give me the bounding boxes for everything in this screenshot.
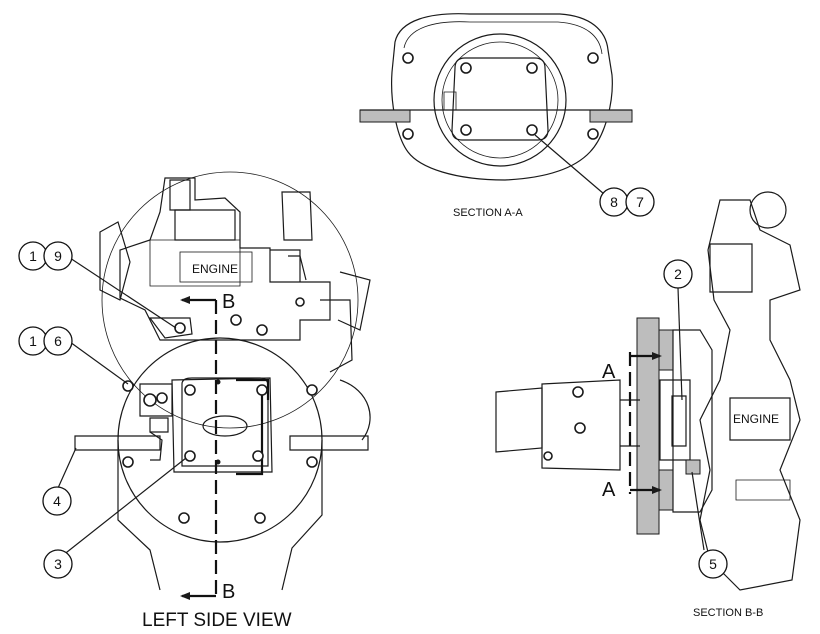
callout-1-9: 1 9 — [18, 241, 73, 271]
section-bb-view — [495, 191, 801, 591]
callout-5-digit: 5 — [709, 556, 717, 572]
callout-1-9-digit-2: 9 — [54, 248, 62, 264]
callout-1-6: 1 6 — [18, 326, 73, 356]
callout-1-6-digit-2: 6 — [54, 333, 62, 349]
callout-4-digit: 4 — [53, 493, 61, 509]
callout-5: 5 — [698, 549, 728, 579]
left-side-view — [57, 171, 371, 600]
callout-8-7-digit-2: 7 — [636, 194, 644, 210]
section-marker-a-top: A — [602, 361, 616, 383]
callout-8-7-digit-1: 8 — [610, 194, 618, 210]
callout-1-9-digit-1: 1 — [29, 248, 37, 264]
engine-label-left: ENGINE — [192, 262, 238, 276]
callout-3: 3 — [43, 549, 73, 579]
callout-2-digit: 2 — [674, 266, 682, 282]
callout-8-7: 8 7 — [599, 187, 655, 217]
callout-4: 4 — [42, 486, 72, 516]
engine-label-right: ENGINE — [733, 412, 779, 426]
callout-3-digit: 3 — [54, 556, 62, 572]
section-aa-view — [359, 13, 633, 195]
section-marker-b-top: B — [222, 291, 235, 313]
section-marker-a-bottom: A — [602, 479, 616, 501]
section-bb-title: SECTION B-B — [693, 607, 763, 619]
callout-1-6-digit-1: 1 — [29, 333, 37, 349]
section-aa-title: SECTION A-A — [453, 207, 523, 219]
left-side-view-title: LEFT SIDE VIEW — [142, 610, 292, 631]
callout-2: 2 — [663, 259, 693, 289]
section-marker-b-bottom: B — [222, 581, 235, 603]
